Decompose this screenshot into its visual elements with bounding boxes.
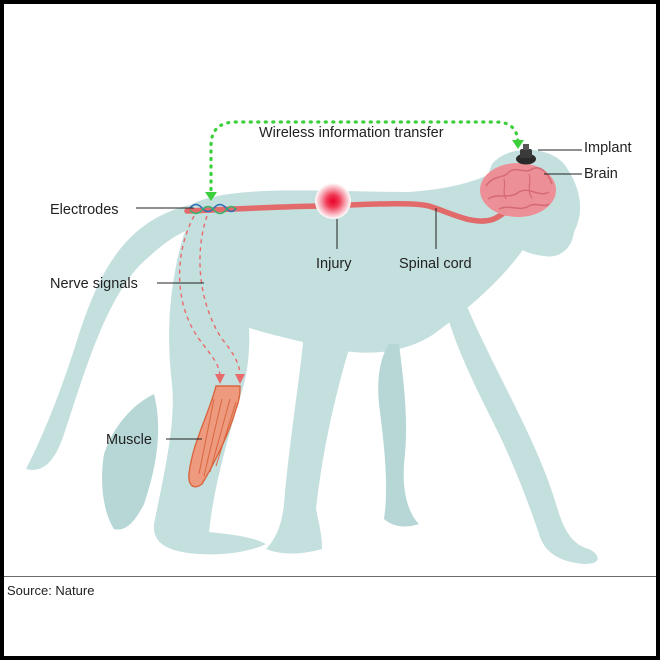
label-electrodes: Electrodes xyxy=(50,202,119,218)
label-injury: Injury xyxy=(316,256,352,272)
label-spinal-cord: Spinal cord xyxy=(399,256,472,272)
label-brain: Brain xyxy=(584,166,618,182)
monkey-diagram: Wireless information transfer Implant Br… xyxy=(26,120,632,564)
monkey-back-leg xyxy=(153,234,266,555)
monkey-arm-far xyxy=(378,344,419,527)
monkey-tail xyxy=(26,204,199,470)
wireless-arrowhead-right xyxy=(512,140,524,149)
wireless-arrow xyxy=(209,120,520,199)
muscle-icon xyxy=(188,385,241,488)
monkey-back-leg-far xyxy=(102,394,159,530)
monkey-arm xyxy=(444,299,598,564)
nerve-signal-arrow-1 xyxy=(178,215,221,377)
monkey-front-leg-near xyxy=(266,334,349,554)
label-muscle: Muscle xyxy=(106,432,152,448)
spinal-cord xyxy=(184,200,515,224)
wireless-arrowhead-left xyxy=(205,192,217,201)
injury-icon xyxy=(315,183,351,219)
source-note: Source: Nature xyxy=(7,583,95,598)
nerve-signal-arrowhead-2 xyxy=(235,374,245,384)
diagram-frame: Wireless information transfer Implant Br… xyxy=(4,4,656,656)
footer-divider xyxy=(4,576,656,577)
brain-icon xyxy=(480,163,556,217)
electrodes-icon xyxy=(189,203,237,215)
label-nerve-signals: Nerve signals xyxy=(50,276,138,292)
implant-icon xyxy=(516,144,536,165)
label-implant: Implant xyxy=(584,140,632,156)
nerve-signal-arrowhead-1 xyxy=(215,374,225,384)
label-wireless: Wireless information transfer xyxy=(259,125,444,141)
